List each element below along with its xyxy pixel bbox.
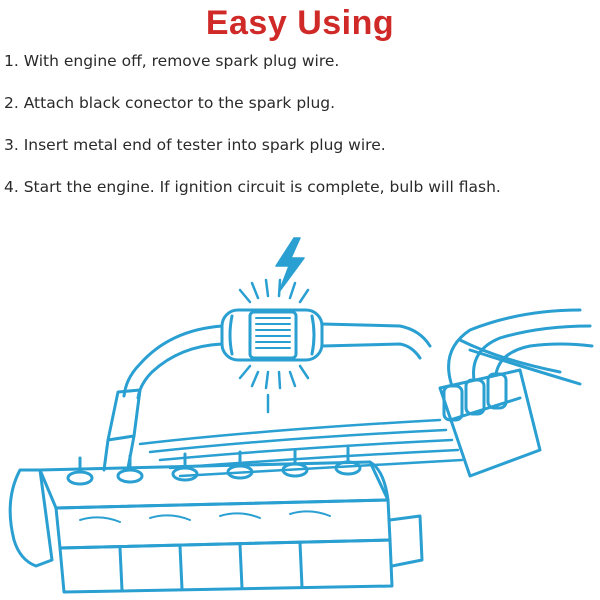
page-title: Easy Using	[205, 4, 395, 42]
instruction-step-2: 2. Attach black conector to the spark pl…	[4, 94, 336, 112]
instruction-list: 1. With engine off, remove spark plug wi…	[4, 48, 600, 216]
engine-block-icon	[8, 446, 424, 594]
lightning-bolt-icon	[275, 237, 305, 293]
tester-wire	[102, 324, 224, 472]
instruction-step-4: 4. Start the engine. If ignition circuit…	[4, 178, 501, 196]
flash-rays-icon	[238, 278, 310, 414]
instruction-step-3: 3. Insert metal end of tester into spark…	[4, 136, 386, 154]
spark-plug-tester-icon	[220, 308, 324, 362]
distributor-cap-icon	[438, 308, 594, 478]
engine-tester-illustration	[8, 237, 594, 594]
instruction-step-1: 1. With engine off, remove spark plug wi…	[4, 52, 340, 70]
spark-plug-wire	[320, 322, 432, 360]
